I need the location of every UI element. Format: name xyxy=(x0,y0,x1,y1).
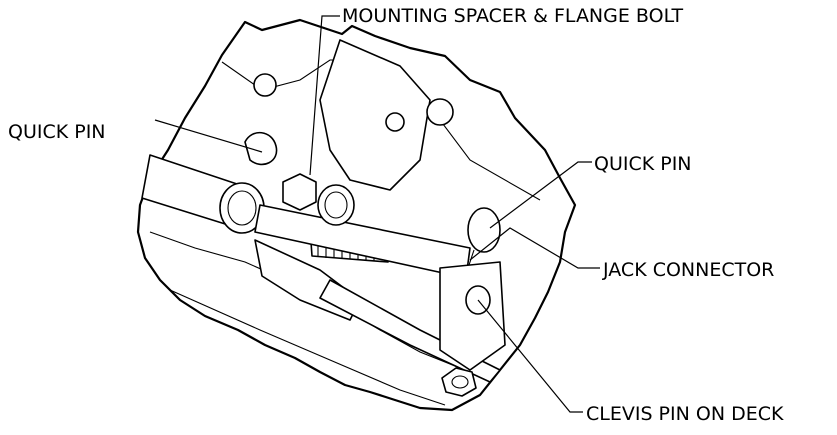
bracket-hole-left xyxy=(253,73,277,97)
callout-mounting-spacer: MOUNTING SPACER & FLANGE BOLT xyxy=(342,5,684,27)
deck-nut xyxy=(441,367,477,397)
leader-jack-connector xyxy=(469,227,600,269)
callout-quick-pin-right: QUICK PIN xyxy=(594,153,692,175)
clevis-bracket xyxy=(439,261,506,371)
deck-plate-edge xyxy=(169,289,446,406)
flange-bolt xyxy=(282,173,355,226)
bracket-pin-upper xyxy=(385,112,405,132)
leader-clevis-pin xyxy=(477,299,583,413)
callout-quick-pin-left: QUICK PIN xyxy=(8,121,106,143)
callout-jack-connector: JACK CONNECTOR xyxy=(602,259,774,281)
leader-quick-pin-left xyxy=(154,119,263,153)
jack-tube-bore xyxy=(227,190,257,226)
leader-mounting-spacer xyxy=(309,15,340,176)
quick-pin-left-ring xyxy=(244,131,278,166)
upper-bracket xyxy=(319,39,431,191)
quick-pin-right-ring xyxy=(467,207,501,253)
leader-quick-pin-right xyxy=(489,161,592,229)
callout-clevis-pin: CLEVIS PIN ON DECK xyxy=(586,403,784,425)
bracket-hole-upper xyxy=(426,98,454,126)
